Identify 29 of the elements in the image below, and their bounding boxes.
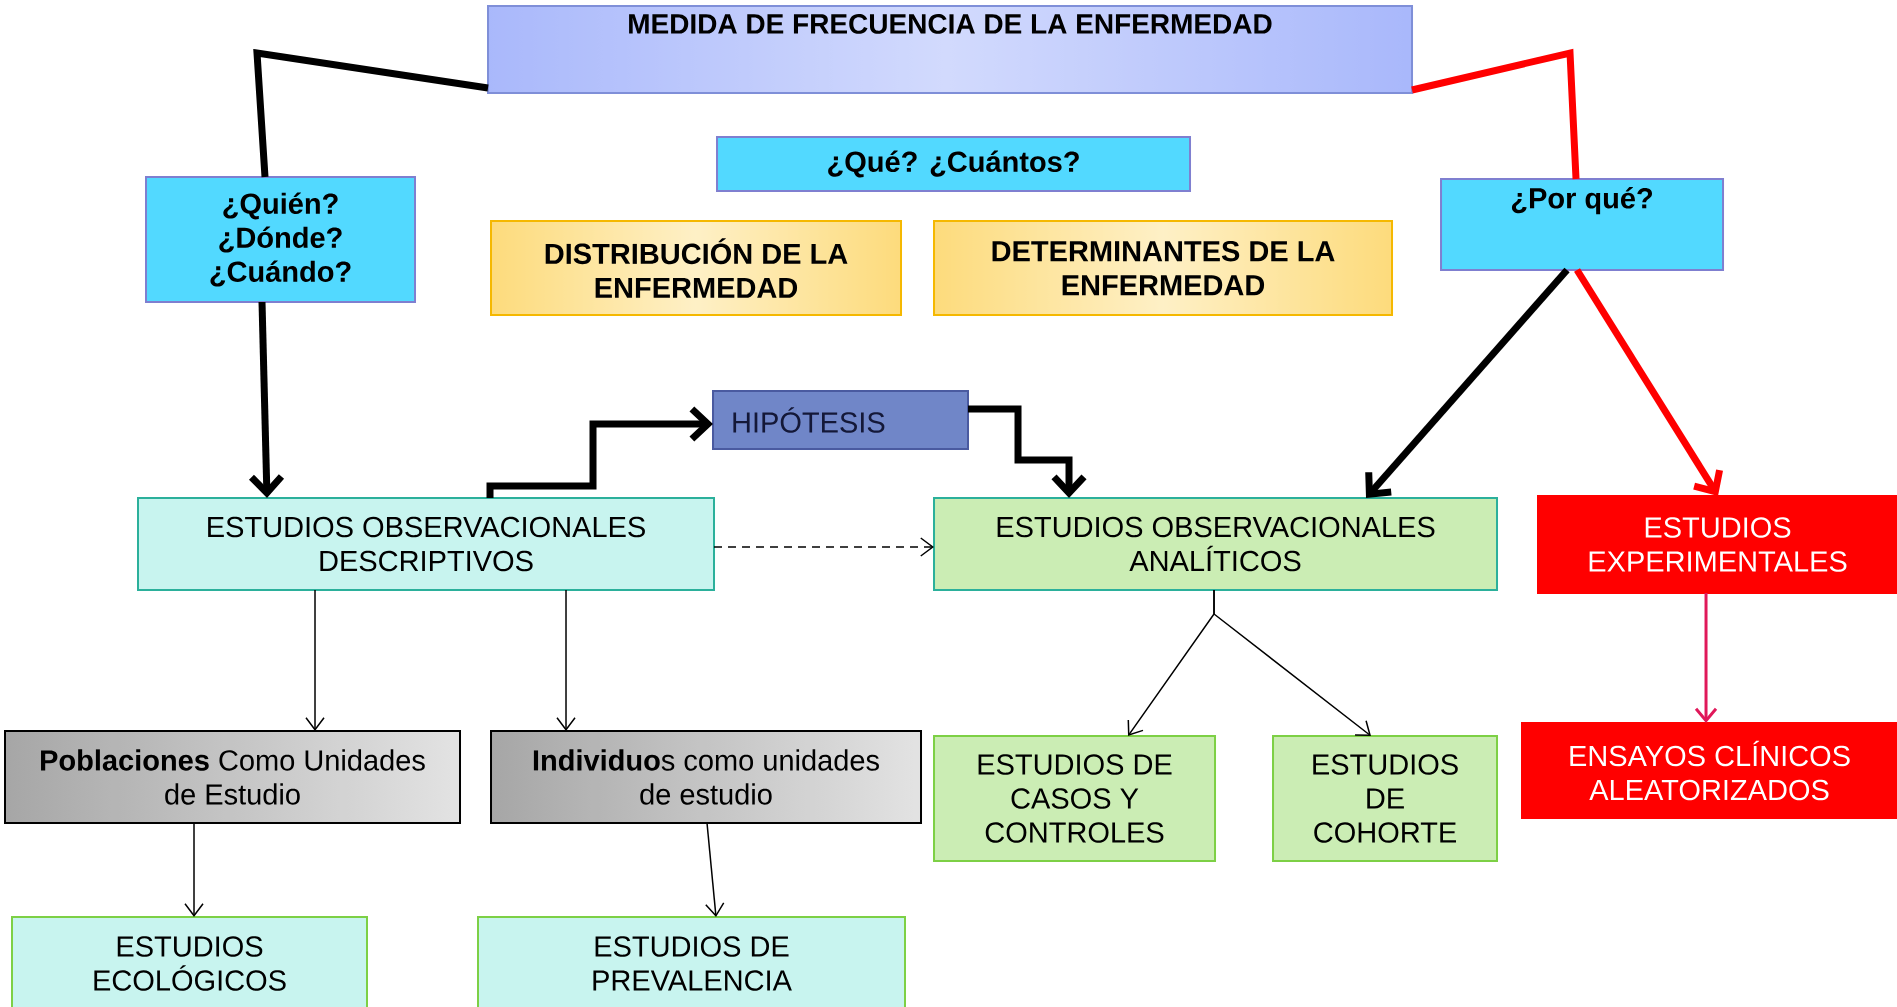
arrow	[1574, 268, 1723, 496]
unit-box: Poblaciones Como Unidades de Estudio	[4, 730, 461, 824]
connector-line	[253, 48, 489, 178]
arrow	[249, 301, 285, 498]
unit-box: Individuos como unidades de estudio	[490, 730, 922, 824]
question-box: ¿Por qué?	[1440, 178, 1724, 271]
study-box: ESTUDIOS DE COHORTE	[1272, 735, 1498, 862]
question-box: ¿Qué? ¿Cuántos?	[716, 136, 1191, 192]
study-box: ESTUDIOS DE CASOS Y CONTROLES	[933, 735, 1216, 862]
arrow	[1213, 589, 1371, 736]
study-box: ESTUDIOS DE PREVALENCIA	[477, 916, 906, 1007]
arrow	[1365, 267, 1570, 498]
study-box: ESTUDIOS EXPERIMENTALES	[1537, 495, 1897, 594]
title-box: MEDIDA DE FRECUENCIA DE LA ENFERMEDAD	[487, 5, 1413, 94]
arrow	[184, 822, 204, 917]
study-box: ESTUDIOS OBSERVACIONALES ANALÍTICOS	[933, 497, 1498, 591]
study-box: ENSAYOS CLÍNICOS ALEATORIZADOS	[1521, 722, 1897, 819]
arrow	[1694, 593, 1718, 723]
hypothesis-box: HIPÓTESIS	[712, 390, 969, 450]
study-box: ESTUDIOS ECOLÓGICOS	[11, 916, 368, 1007]
concept-box: DISTRIBUCIÓN DE LA ENFERMEDAD	[490, 220, 902, 316]
study-box: ESTUDIOS OBSERVACIONALES DESCRIPTIVOS	[137, 497, 715, 591]
arrow	[705, 822, 725, 917]
arrow	[305, 589, 325, 731]
connector-line	[1411, 48, 1580, 180]
question-box: ¿Quién? ¿Dónde? ¿Cuándo?	[145, 176, 416, 303]
arrow	[713, 537, 934, 557]
concept-box: DETERMINANTES DE LA ENFERMEDAD	[933, 220, 1393, 316]
arrow	[556, 589, 576, 731]
